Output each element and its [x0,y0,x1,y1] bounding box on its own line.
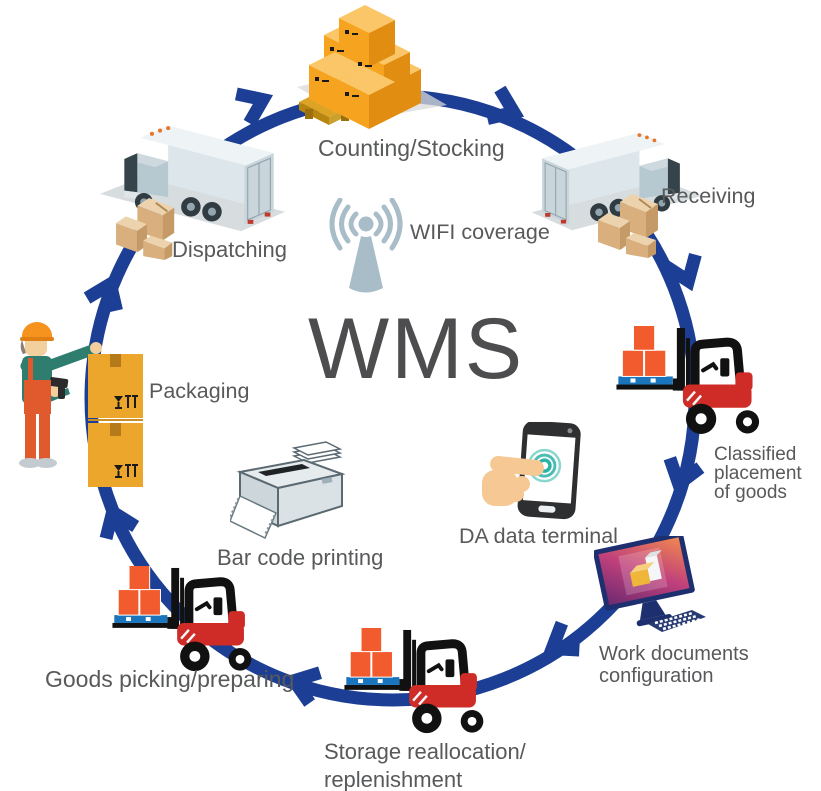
barcode-printer-icon [230,441,346,540]
arrowhead [485,85,525,125]
label-wifi-coverage: WIFI coverage [410,220,550,244]
packaging-boxes-icon [88,354,143,487]
wms-title: WMS [308,301,525,397]
arrowhead [234,87,274,127]
arrowhead [83,273,123,313]
classified-forklift-icon [616,326,768,439]
pallet-boxes-icon [297,5,447,129]
arrowhead [99,501,140,541]
workdocs-monitor-icon [594,536,706,632]
picking-forklift-icon [112,566,260,676]
label-receiving: Receiving [661,184,756,208]
arrowhead [283,666,322,707]
arrowhead [661,252,702,292]
label-goods-picking: Goods picking/preparing [45,666,295,692]
label-counting-stocking: Counting/Stocking [318,135,505,161]
arrowhead [542,620,580,657]
storage-forklift-icon [344,628,492,738]
data-terminal-icon [482,422,581,520]
wifi-icon [329,198,403,293]
label-dispatching: Dispatching [172,237,287,262]
packaging-worker-icon [19,322,102,468]
label-storage-reallocation: Storage reallocation/ replenishment [324,739,526,791]
arrowhead [663,456,705,495]
label-classified-placement: Classified placement of goods [714,444,802,503]
label-barcode-printing: Bar code printing [217,545,384,570]
label-packaging: Packaging [149,379,250,403]
receiving-cartons-icon [592,192,672,258]
label-da-terminal: DA data terminal [459,524,618,548]
label-work-documents: Work documents configuration [599,643,749,687]
